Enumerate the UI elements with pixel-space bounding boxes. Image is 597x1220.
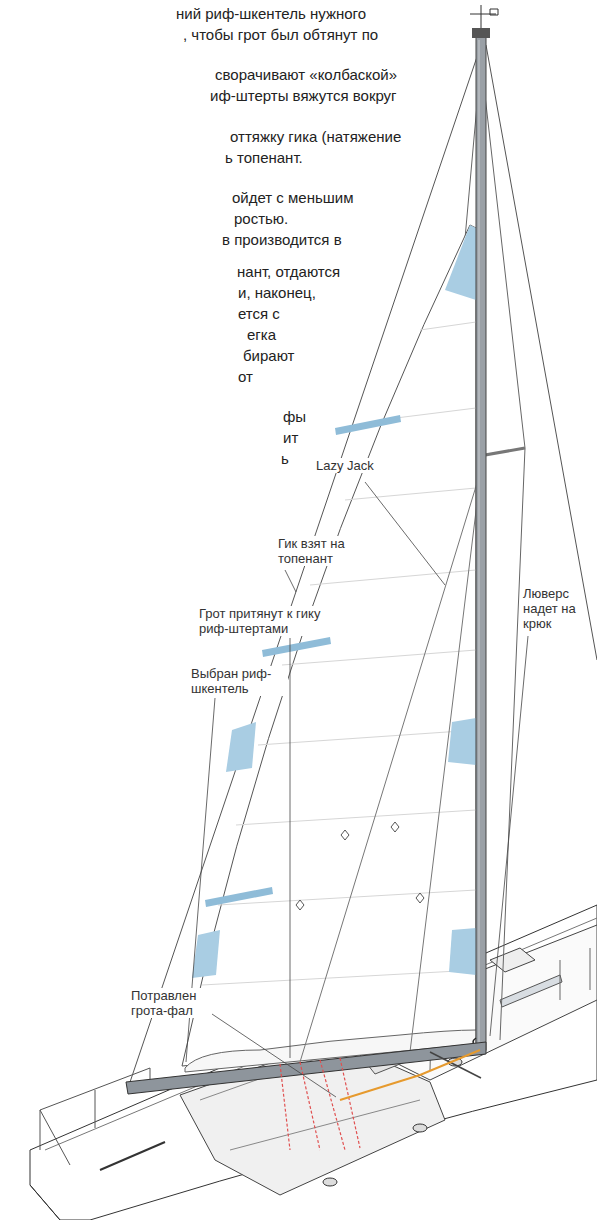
text-fragment: оттяжку гика (натяжение — [230, 127, 401, 146]
leader-line — [290, 638, 291, 1058]
reef-patch — [448, 718, 476, 765]
stanchion — [560, 948, 590, 1000]
text-fragment: егка — [247, 325, 276, 344]
leader-line — [490, 636, 528, 1036]
reef-patch — [226, 722, 256, 772]
shroud — [481, 60, 525, 1040]
leader-line — [365, 482, 445, 585]
callout-label: Грот притянут к гику риф-штертами — [198, 606, 350, 636]
mast — [476, 30, 486, 1050]
leader-line — [285, 570, 296, 592]
batten — [205, 887, 273, 907]
text-fragment: в производится в — [222, 230, 342, 249]
mast-track — [479, 40, 480, 1045]
callout-label: Потравлен грота-фал — [130, 988, 212, 1018]
leader-line — [206, 1010, 336, 1097]
topping-lift — [128, 45, 481, 1088]
masthead — [472, 28, 490, 38]
hull-side — [30, 1185, 60, 1220]
callout-label: Люверс надет на крюк — [522, 586, 582, 631]
text-fragment: ростью. — [234, 209, 288, 228]
text-fragment: бирают — [243, 346, 294, 365]
batten — [335, 415, 401, 435]
text-fragment: , чтобы грот был обтянут по — [183, 25, 378, 44]
forestay — [486, 45, 597, 660]
text-fragment: ь топенант. — [225, 148, 303, 167]
text-fragment: фы — [283, 407, 306, 426]
text-fragment: ний риф-шкентель нужного — [176, 4, 366, 23]
winch — [413, 1124, 427, 1132]
sail-seams — [202, 322, 476, 985]
leader-lines — [186, 482, 528, 1097]
main-halyard — [340, 1050, 480, 1100]
cabin-window — [500, 975, 562, 1007]
text-fragment: иф-штерты вяжутся вокруг — [210, 86, 397, 105]
tiller — [100, 1142, 165, 1170]
text-fragment: ется с — [238, 304, 280, 323]
callout-label: Гик взят на топенант — [277, 536, 361, 566]
sail — [182, 225, 476, 1066]
text-fragment: сворачивают «колбаской» — [215, 65, 397, 84]
winch — [323, 1178, 337, 1186]
text-fragment: от — [238, 367, 253, 386]
reef-patch — [449, 928, 476, 975]
headboard — [445, 225, 476, 300]
text-fragment: и, наконец, — [238, 283, 316, 302]
windex — [470, 5, 498, 28]
mainsail — [182, 225, 476, 1072]
rigging — [128, 45, 597, 1088]
text-fragment: нант, отдаются — [237, 262, 340, 281]
batten — [262, 637, 331, 657]
text-fragment: ит — [283, 428, 298, 447]
boom-vang — [430, 1052, 481, 1078]
text-fragment: ойдет с меньшим — [232, 188, 354, 207]
callout-label: Выбран риф-шкентель — [190, 666, 288, 696]
text-fragment: ь — [281, 449, 289, 468]
reef-lines — [280, 1058, 360, 1150]
boom — [126, 1042, 486, 1094]
callout-label: Lazy Jack — [315, 458, 375, 473]
